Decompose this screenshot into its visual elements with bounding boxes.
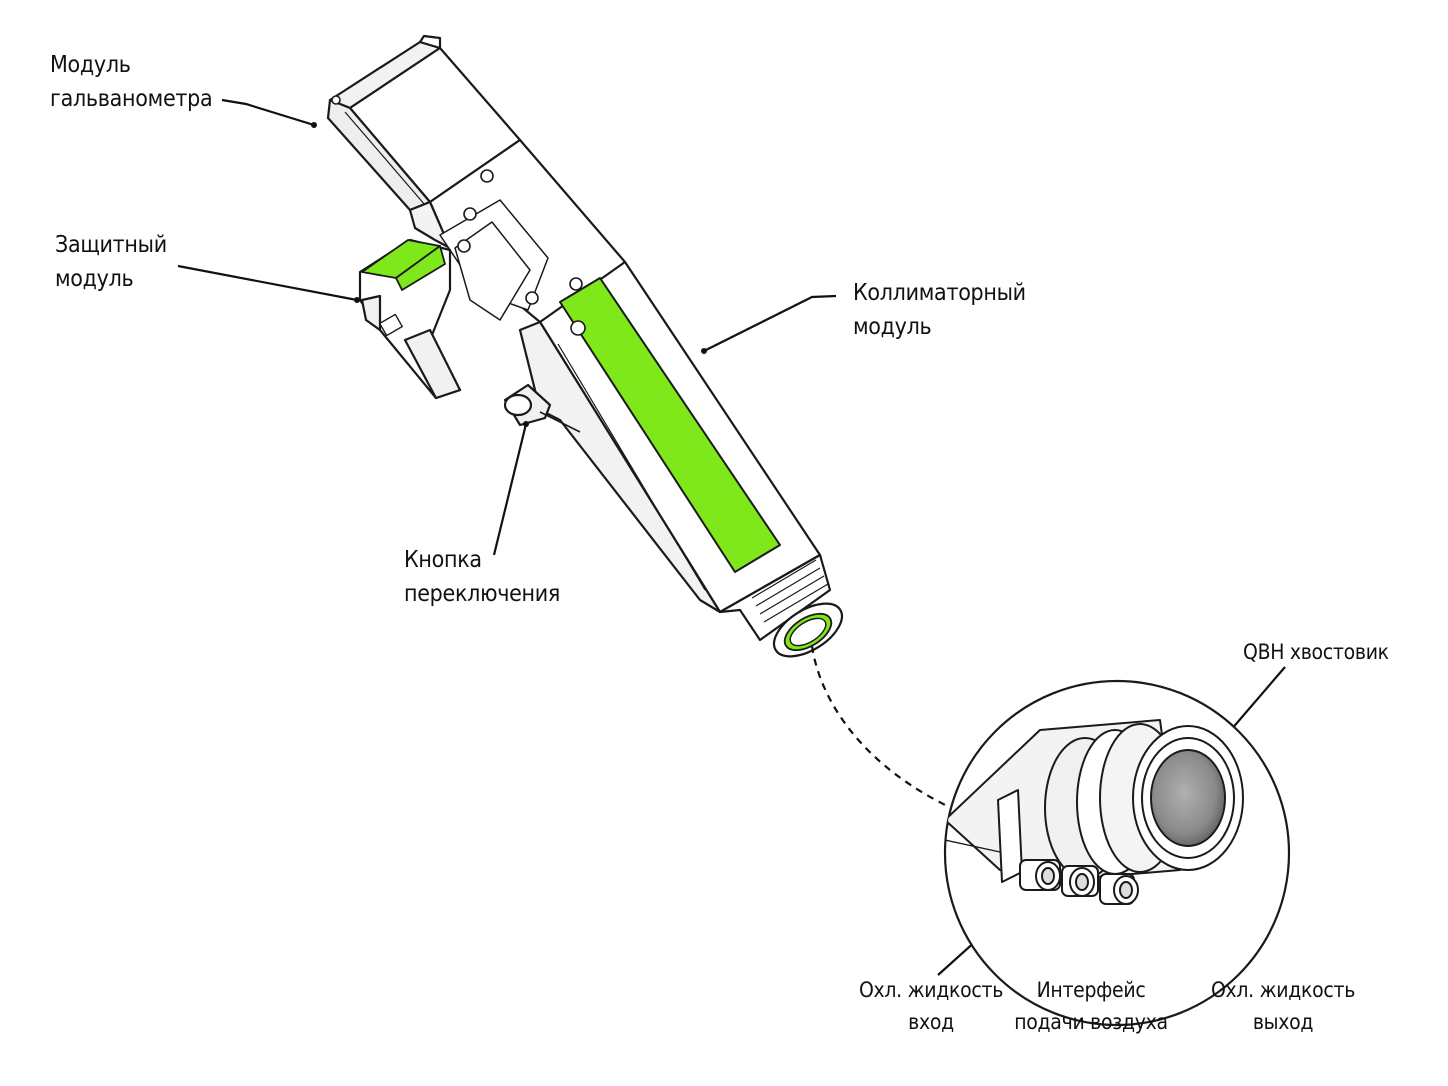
- protective-module-body: [358, 238, 462, 400]
- label-collimator-module: Коллиматорный модуль: [853, 280, 1026, 340]
- nozzle-end: [718, 553, 844, 658]
- leader-protective: [177, 264, 358, 302]
- coolant-out-port: [1099, 873, 1139, 905]
- label-coolant-in: Охл. жидкость вход: [858, 978, 1004, 1034]
- label-switch-button: Кнопка переключения: [404, 547, 561, 607]
- label-galvanometer-module: Модуль гальванометра: [50, 52, 213, 112]
- label-coolant-out: Охл. жидкость выход: [1210, 978, 1356, 1034]
- main-housing: [408, 138, 627, 324]
- galvanometer-module: [326, 34, 522, 212]
- leader-collimator: [703, 294, 837, 352]
- dashed-connector: [810, 645, 961, 814]
- zoom-detail: [943, 679, 1291, 1027]
- air-interface-port: [1061, 865, 1099, 897]
- coolant-in-port: [1019, 859, 1061, 891]
- label-qbh-shank: QBH хвостовик: [1243, 640, 1389, 664]
- label-air-interface: Интерфейс подачи воздуха: [1014, 978, 1168, 1034]
- screws: [331, 95, 586, 336]
- leader-switch: [492, 423, 528, 556]
- leader-galvo: [221, 98, 315, 127]
- label-protective-module: Защитный модуль: [55, 232, 167, 292]
- switch-button-body: [503, 383, 581, 433]
- laser-head-body: [326, 34, 844, 658]
- collimator-body: [518, 260, 822, 614]
